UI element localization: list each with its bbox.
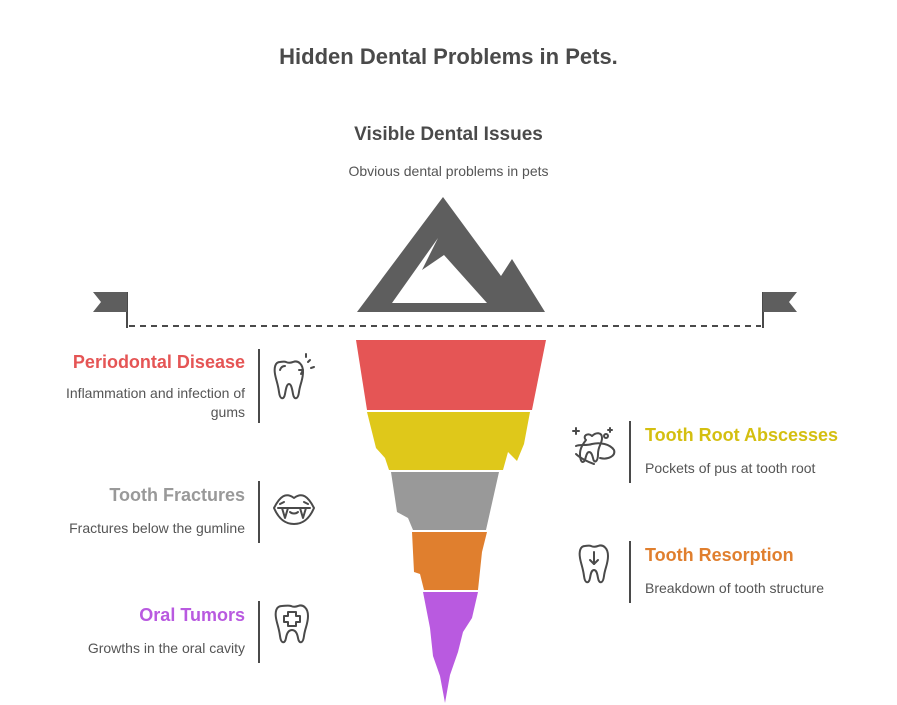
layer-description: Growths in the oral cavity [87,640,245,656]
layer-description: Fractures below the gumline [69,520,245,536]
left-flag-icon [93,292,128,328]
label-tooth-resorption: Tooth Resorption Breakdown of tooth stru… [645,545,875,598]
layer-title: Periodontal Disease [72,352,245,372]
layer-description: Pockets of pus at tooth root [645,460,816,476]
left-separator [258,481,260,543]
layer-title: Tooth Resorption [645,545,794,565]
mountain-tip-icon [357,197,545,312]
layer-title: Tooth Root Abscesses [645,425,839,445]
layer-oral-tumors [423,592,478,703]
tooth-abscess-icon [572,427,616,465]
label-tooth-root-abscesses: Tooth Root Abscesses Pockets of pus at t… [645,425,875,478]
right-flag-icon [762,292,797,328]
tooth-down-arrow-icon [578,544,609,584]
page-title: Hidden Dental Problems in Pets. [279,44,618,69]
label-periodontal-disease: Periodontal Disease Inflammation and inf… [35,352,245,422]
layer-tooth-resorption [412,532,487,590]
tip-title: Visible Dental Issues [354,124,543,145]
mouth-fangs-icon [273,494,315,525]
left-separator [258,349,260,423]
label-tooth-fractures: Tooth Fractures Fractures below the guml… [35,485,245,538]
layer-title: Tooth Fractures [109,485,245,505]
layer-description: Breakdown of tooth structure [645,580,824,596]
tip-description: Obvious dental problems in pets [348,163,549,179]
right-separator [629,541,631,603]
left-separator [258,601,260,663]
layer-title: Oral Tumors [139,605,245,625]
layer-periodontal-disease [356,340,546,410]
tooth-sparkle-icon [273,353,315,400]
layer-description: Inflammation and infection of gums [66,385,245,420]
label-oral-tumors: Oral Tumors Growths in the oral cavity [35,605,245,658]
layer-tooth-fractures [391,472,499,530]
tooth-crown-icon [274,604,309,644]
right-separator [629,421,631,483]
layer-tooth-root-abscesses [367,412,530,470]
